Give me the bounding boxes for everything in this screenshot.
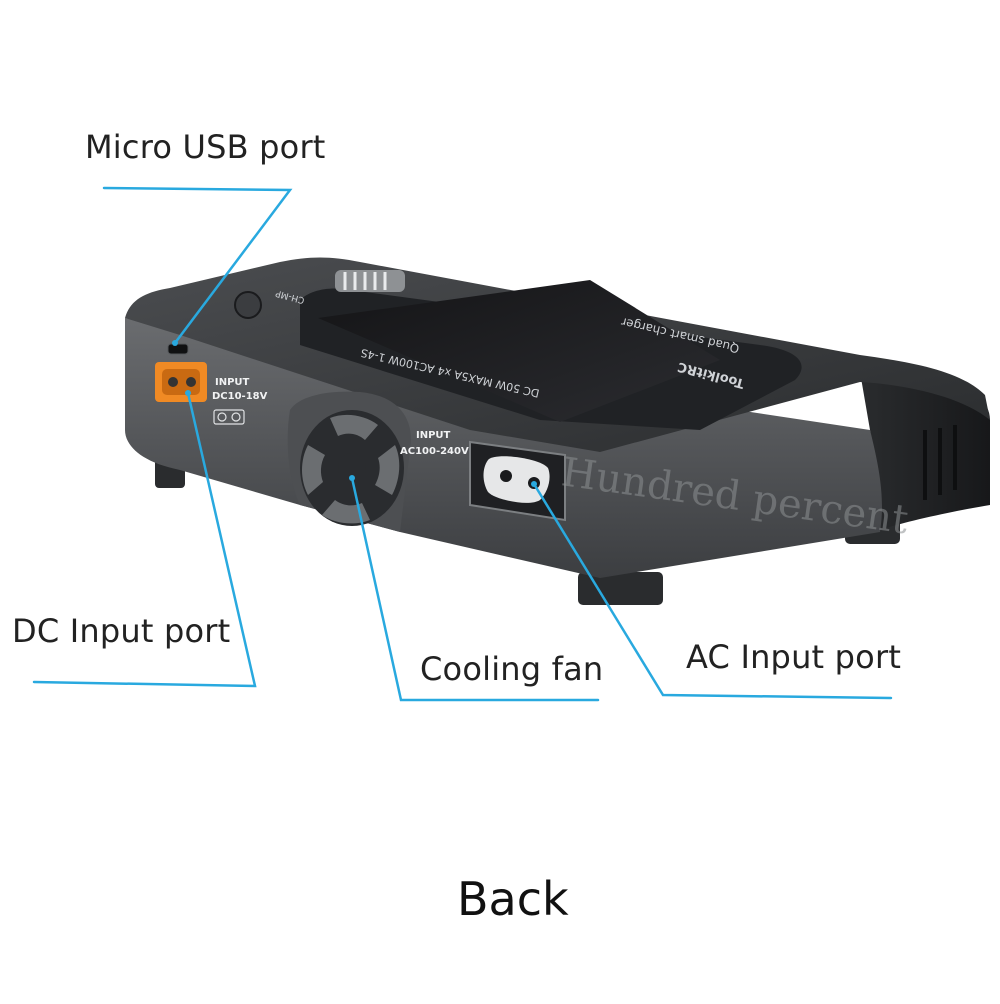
dc-input-labels: INPUT DC10-18V [212, 377, 268, 402]
leader-ac-input [532, 482, 893, 700]
ac-input-port[interactable] [469, 440, 566, 522]
ac-label-2: AC100-240V [400, 446, 469, 457]
dc-label-1: INPUT [215, 377, 250, 388]
polarity-icon [213, 409, 245, 425]
leader-endpoints [172, 340, 537, 487]
ac-label-1: INPUT [416, 430, 451, 441]
view-caption: Back [457, 872, 569, 926]
ac-input-labels: INPUT AC100-240V [400, 430, 469, 457]
cooling-fan-callout: Cooling fan [420, 650, 604, 688]
top-button[interactable] [234, 291, 262, 319]
leader-lines [32, 186, 893, 702]
leader-dc-input [32, 391, 257, 688]
leader-cooling-fan [350, 476, 600, 702]
dc-input-callout: DC Input port [12, 612, 231, 650]
cooling-fan [300, 410, 404, 526]
ac-input-callout: AC Input port [686, 638, 902, 676]
grip-ridges [335, 270, 405, 292]
dc-label-2: DC10-18V [212, 391, 268, 402]
dc-input-port[interactable] [155, 362, 207, 402]
lcd-screen [318, 280, 720, 422]
micro-usb-port[interactable] [167, 343, 189, 355]
side-vents [923, 425, 957, 500]
micro-usb-callout: Micro USB port [85, 128, 326, 166]
leader-micro-usb [102, 186, 293, 345]
